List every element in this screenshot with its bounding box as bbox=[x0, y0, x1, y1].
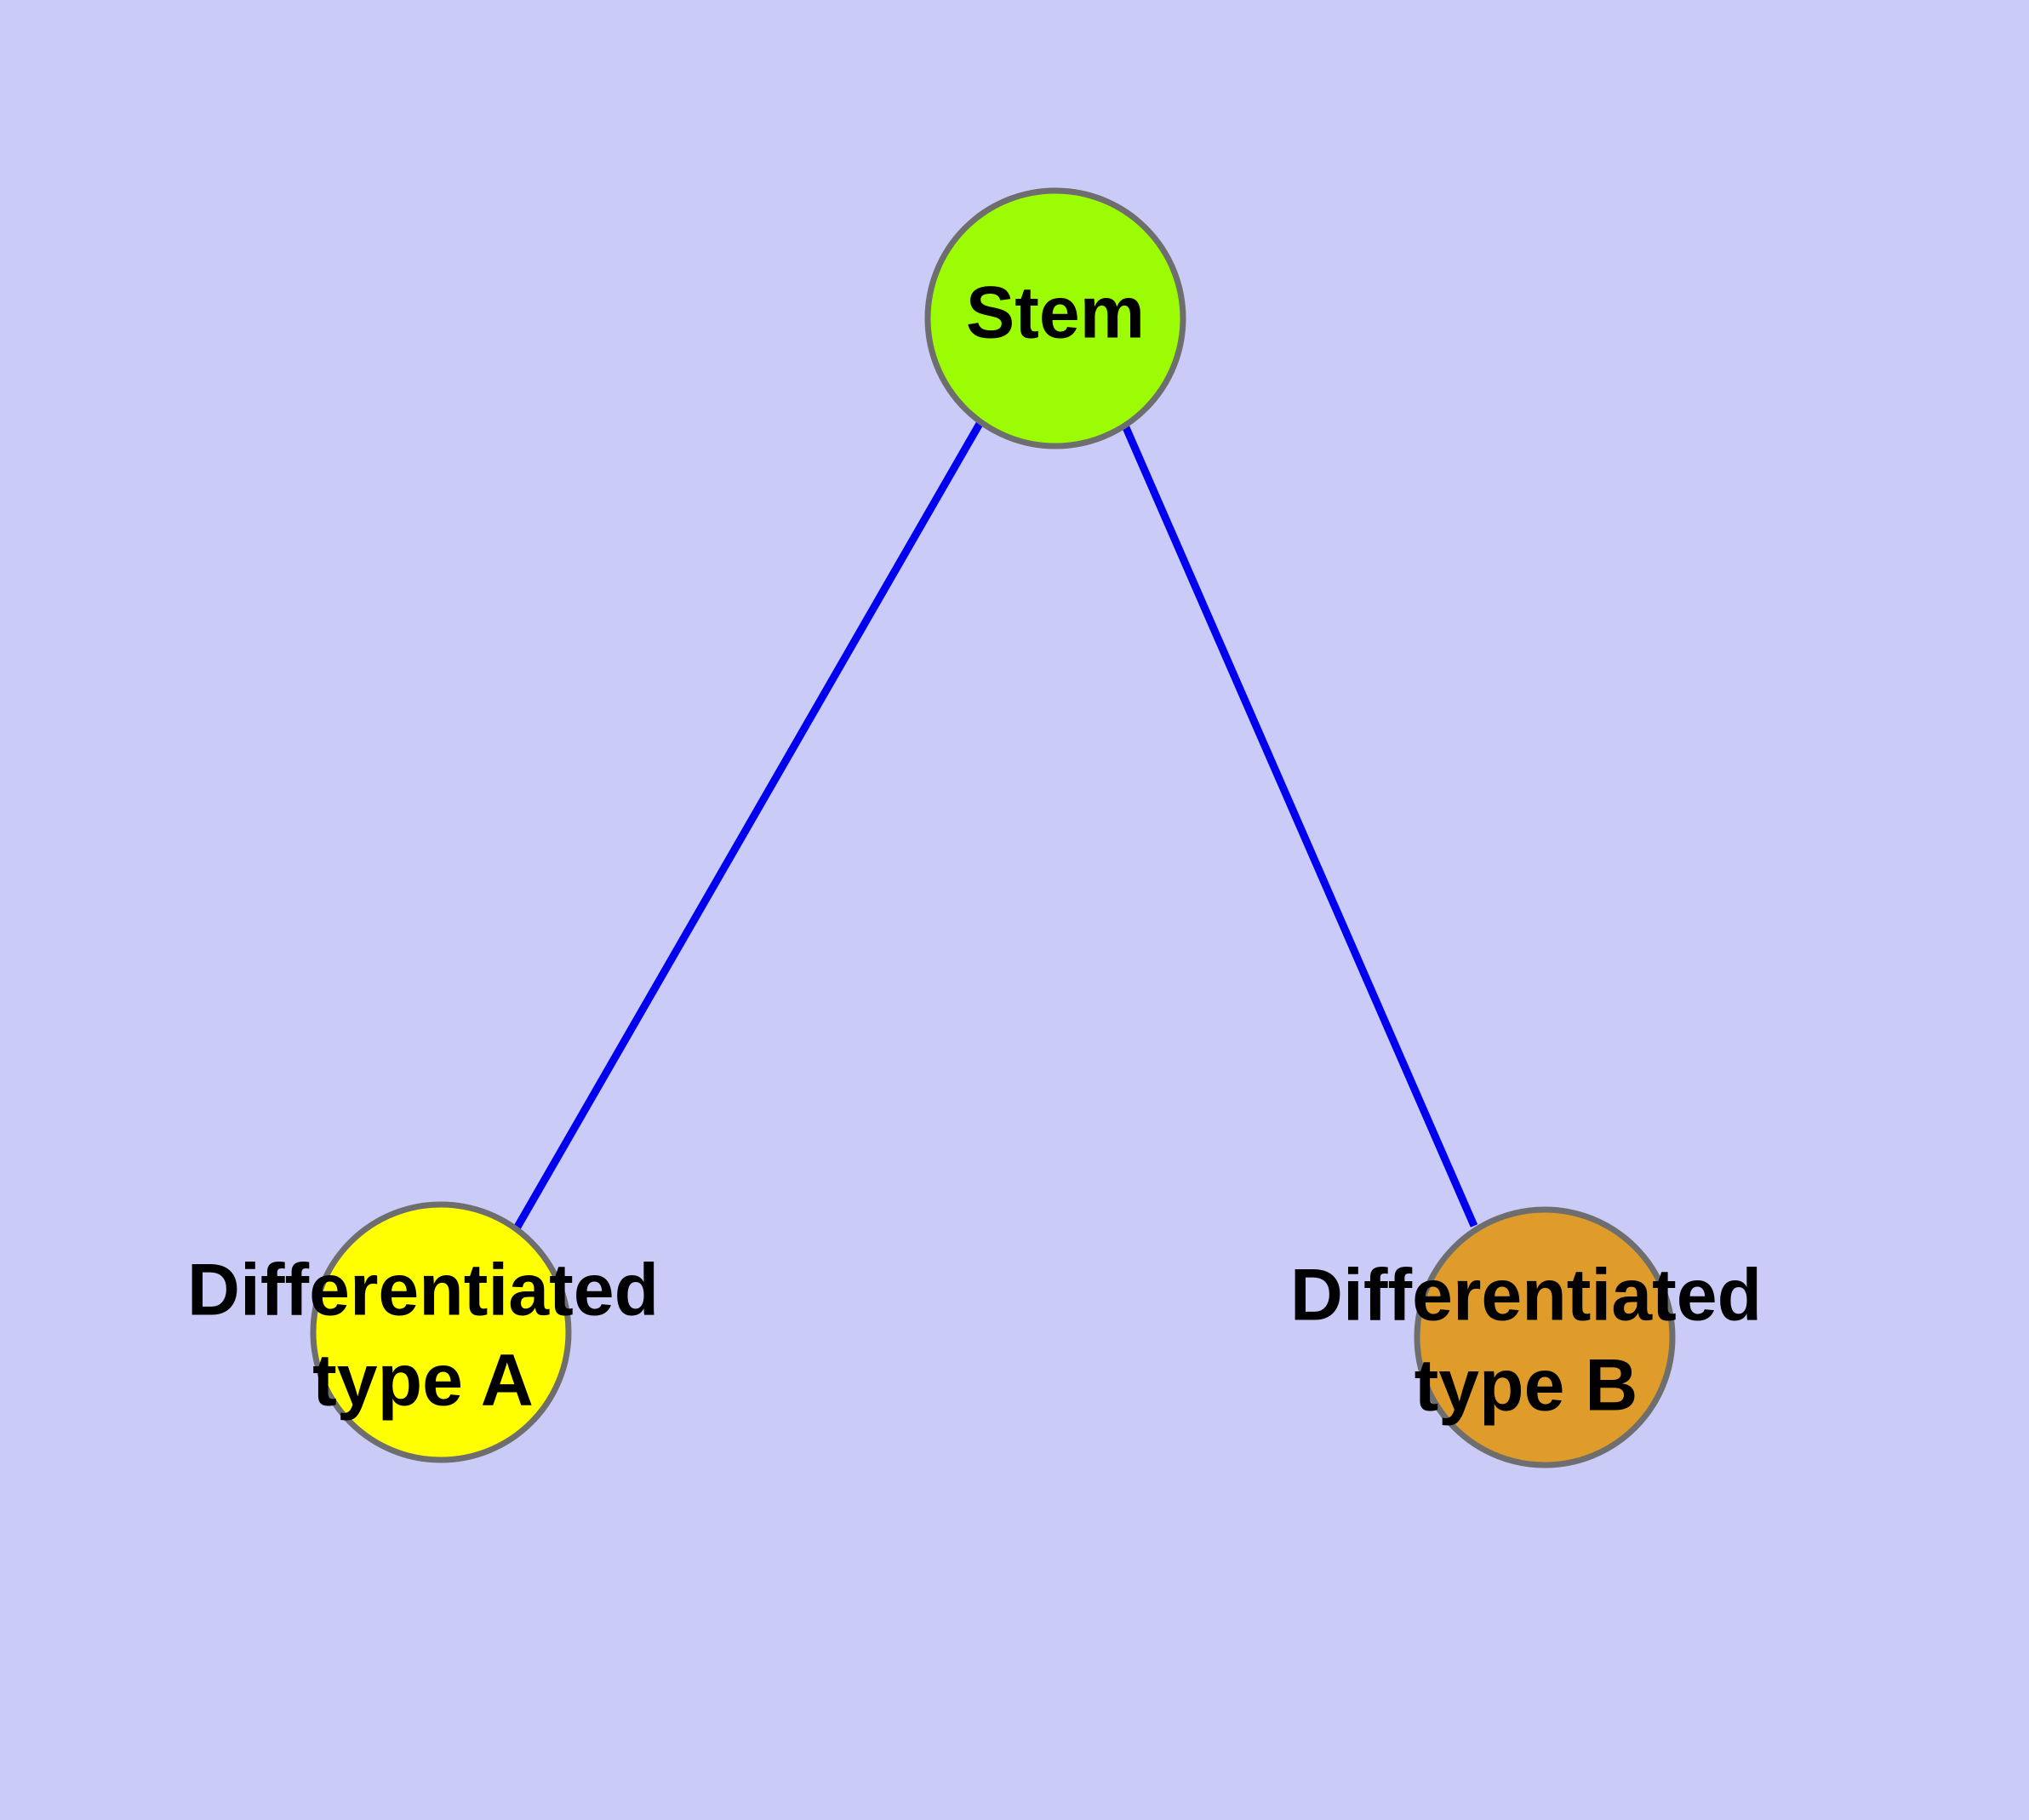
node-circle-type-b[interactable] bbox=[1414, 1206, 1676, 1468]
edge-stem-to-type-a[interactable] bbox=[513, 420, 984, 1231]
node-label-stem: Stem bbox=[966, 272, 1145, 354]
node-label-type-b-line2: type B bbox=[1415, 1345, 1638, 1427]
node-label-type-b-line1: Differentiated bbox=[1290, 1255, 1762, 1336]
node-differentiated-type-a[interactable] bbox=[310, 1201, 572, 1463]
node-label-type-a-line1: Differentiated bbox=[187, 1250, 659, 1331]
node-label-type-a-line2: type A bbox=[312, 1340, 534, 1422]
edge-stem-to-type-b[interactable] bbox=[1121, 424, 1478, 1228]
node-stem[interactable] bbox=[924, 187, 1186, 449]
label-layer: Stem Differentiated type A Differentiate… bbox=[187, 272, 1762, 1427]
node-circle-stem[interactable] bbox=[924, 187, 1186, 449]
edge-layer bbox=[513, 420, 1478, 1231]
node-differentiated-type-b[interactable] bbox=[1414, 1206, 1676, 1468]
node-circle-type-a[interactable] bbox=[310, 1201, 572, 1463]
